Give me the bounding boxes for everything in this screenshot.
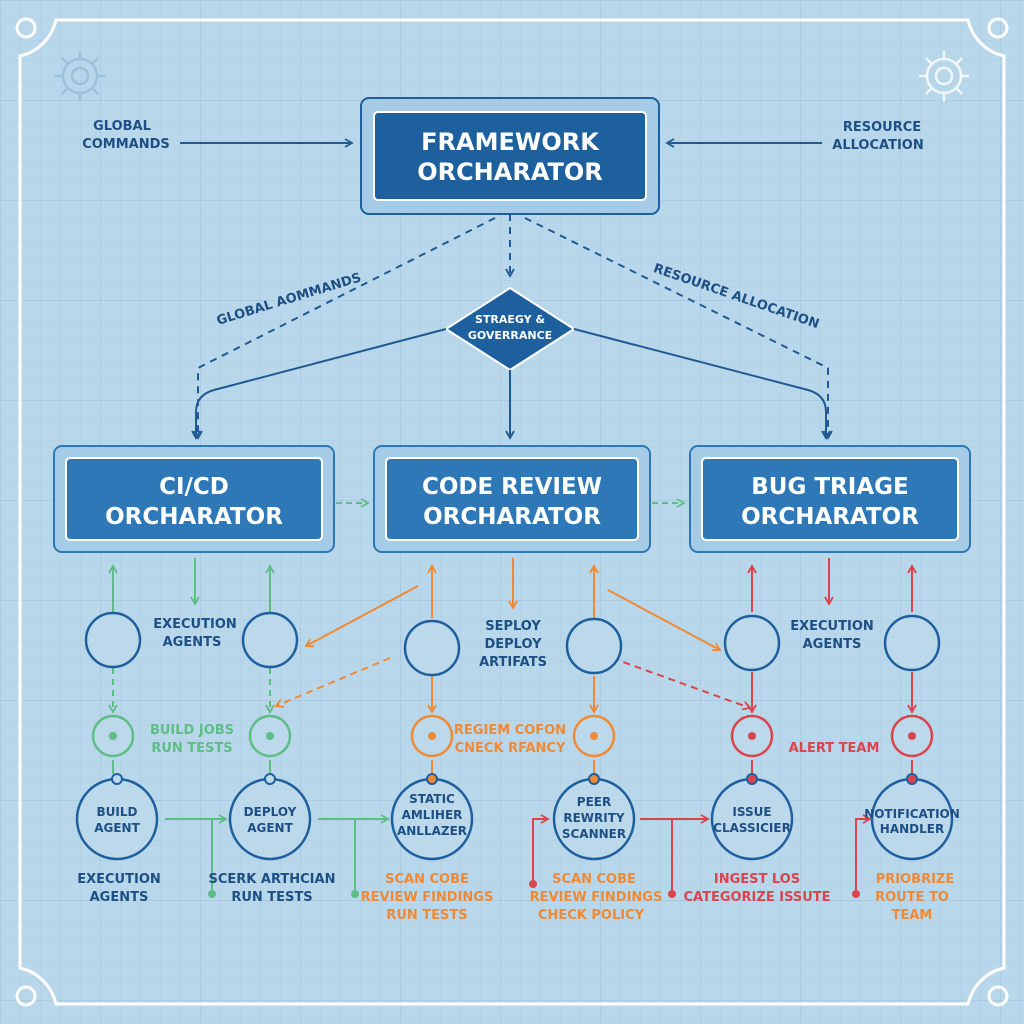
border-frame	[15, 17, 1009, 1007]
peer-agent-line2: REWRITY	[563, 811, 625, 825]
red-dot	[529, 880, 537, 888]
ingest-logs-label: INGEST LOS	[714, 872, 800, 887]
peer-scanner-agent[interactable]: PEER REWRITY SCANNER	[552, 773, 636, 861]
deploy-agent-line1: DEPLOY	[244, 805, 297, 819]
static-analyzer-agent[interactable]: STATIC AMLIHER ANLLAZER	[390, 773, 474, 861]
run-tests-label: RUN TESTS	[151, 741, 232, 756]
alert-team-label: ALERT TEAM	[789, 741, 880, 756]
build-jobs-label: BUILD JOBS	[150, 723, 234, 738]
issue-agent-line2: CLASSICIER	[713, 821, 791, 835]
deploy-label-2: DEPLOY	[484, 637, 542, 652]
deploy-agent-line2: AGENT	[247, 821, 293, 835]
code-review-orchestrator[interactable]: CODE REVIEW ORCHARATOR	[373, 445, 651, 553]
strategy-governance-diamond[interactable]: STRAEGY & GOVERRANCE	[444, 286, 576, 372]
global-commands-label: GLOBAL	[93, 119, 151, 134]
categorize-issue-label: CATEGORIZE ISSUTE	[683, 890, 830, 905]
framework-title-line2: ORCHARATOR	[417, 158, 603, 186]
green-node[interactable]	[248, 714, 292, 758]
red-node[interactable]	[890, 714, 934, 758]
peer-agent-line3: SCANNER	[562, 827, 626, 841]
scan-code-red-2: REVIEW FINDINGS	[530, 890, 663, 905]
static-agent-line2: AMLIHER	[402, 808, 463, 822]
orange-node[interactable]	[410, 714, 454, 758]
agent-slot	[883, 614, 941, 672]
scan-code-red-1: SCAN COBE	[552, 872, 636, 887]
issue-classifier-agent[interactable]: ISSUE CLASSICIER	[710, 773, 794, 861]
execution-agents-right-label-2: AGENTS	[803, 637, 862, 652]
framework-orchestrator[interactable]: FRAMEWORK ORCHARATOR	[360, 97, 660, 215]
code-review-title-line1: CODE REVIEW	[422, 474, 602, 500]
green-dot	[351, 890, 359, 898]
build-agent[interactable]: BUILD AGENT	[75, 773, 159, 861]
agent-slot	[241, 611, 299, 669]
agent-slot	[403, 619, 461, 677]
execution-agent-slots	[84, 611, 941, 677]
orange-node[interactable]	[572, 714, 616, 758]
issue-agent-line1: ISSUE	[732, 805, 771, 819]
execution-agents-right-label: EXECUTION	[790, 619, 874, 634]
code-review-title-line2: ORCHARATOR	[423, 504, 601, 530]
dashed-connectors	[193, 214, 833, 440]
scerk-run-tests-label: RUN TESTS	[231, 890, 312, 905]
execution-agents-label: EXECUTION	[153, 617, 237, 632]
cicd-orchestrator[interactable]: CI/CD ORCHARATOR	[53, 445, 335, 553]
red-connectors	[532, 558, 917, 890]
notification-agent-line2: HANDLER	[880, 822, 944, 836]
bug-triage-title-line1: BUG TRIAGE	[751, 474, 908, 500]
resource-allocation-label: RESOURCE	[843, 120, 921, 135]
resource-allocation-label-2: ALLOCATION	[832, 138, 923, 153]
check-label: CNECK RFANCY	[455, 741, 566, 756]
diamond-line2: GOVERRANCE	[468, 329, 552, 342]
framework-title-line1: FRAMEWORK	[421, 128, 600, 156]
prioritize-label: PRIOBRIZE	[876, 872, 955, 887]
agent-slot	[565, 617, 623, 675]
bottom-execution-label: EXECUTION	[77, 872, 161, 887]
gear-icon	[55, 51, 105, 101]
gear-icon	[919, 51, 969, 101]
peer-agent-line1: PEER	[577, 795, 611, 809]
deploy-label-1: SEPLOY	[485, 619, 541, 634]
agent-slot	[84, 611, 142, 669]
static-agent-line1: STATIC	[409, 792, 455, 806]
scan-code-orange-1: SCAN COBE	[385, 872, 469, 887]
green-connectors	[108, 558, 390, 890]
notification-agent-line1: NOTIFICATION	[864, 807, 960, 821]
build-agent-line1: BUILD	[97, 805, 138, 819]
cicd-title-line2: ORCHARATOR	[105, 504, 283, 530]
red-node[interactable]	[730, 714, 774, 758]
green-dot	[208, 890, 216, 898]
global-commands-label-2: COMMANDS	[82, 137, 170, 152]
diamond-connectors	[191, 328, 831, 440]
red-dot	[852, 890, 860, 898]
diamond-line1: STRAEGY &	[475, 313, 546, 326]
execution-agents-label-2: AGENTS	[163, 635, 222, 650]
scan-code-red-3: CHECK POLICY	[538, 908, 645, 923]
deploy-agent[interactable]: DEPLOY AGENT	[228, 773, 312, 861]
team-label: TEAM	[892, 908, 933, 923]
orange-connectors	[274, 558, 722, 774]
static-agent-line3: ANLLAZER	[397, 824, 467, 838]
deploy-label-3: ARTIFATS	[479, 655, 547, 670]
red-dot	[668, 890, 676, 898]
route-to-label: ROUTE TO	[875, 890, 949, 905]
bug-triage-title-line2: ORCHARATOR	[741, 504, 919, 530]
scan-code-orange-2: REVIEW FINDINGS	[361, 890, 494, 905]
bottom-agents-label: AGENTS	[90, 890, 149, 905]
scan-code-orange-3: RUN TESTS	[386, 908, 467, 923]
green-node[interactable]	[91, 714, 135, 758]
scerk-label: SCERK ARTHCIAN	[209, 872, 336, 887]
notification-handler-agent[interactable]: NOTIFICATION HANDLER	[864, 773, 960, 861]
build-agent-line2: AGENT	[94, 821, 140, 835]
cicd-title-line1: CI/CD	[159, 474, 229, 500]
agent-slot	[723, 614, 781, 672]
bug-triage-orchestrator[interactable]: BUG TRIAGE ORCHARATOR	[689, 445, 971, 553]
region-label: REGIEM COFON	[454, 723, 566, 738]
